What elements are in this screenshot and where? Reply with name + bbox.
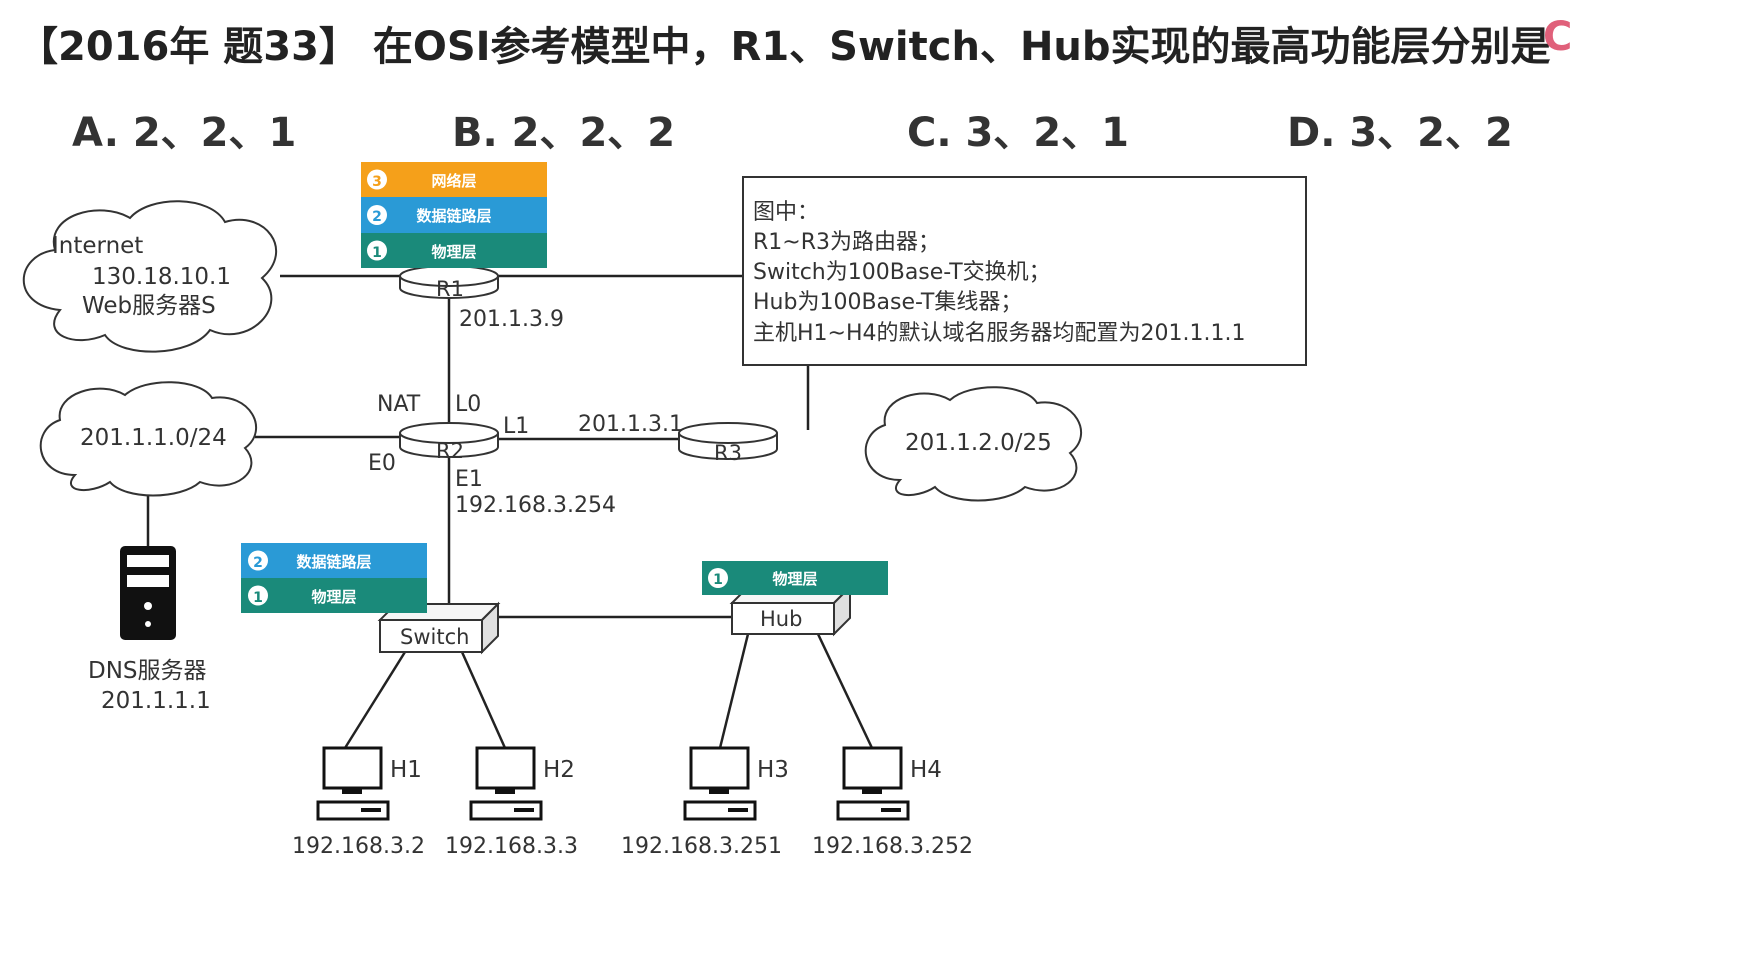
layer-num: 2 [253, 555, 263, 571]
r3-label: R3 [714, 441, 742, 465]
links [146, 274, 874, 749]
layer-bar [361, 197, 547, 233]
option-a: A. 2、2、1 [72, 110, 297, 156]
host-h4: H4 192.168.3.252 [812, 746, 973, 859]
dns-ip: 201.1.1.1 [101, 688, 211, 714]
host-ip: 192.168.3.252 [812, 834, 973, 859]
r1-layer-stack: 3 网络层 2 数据链路层 1 物理层 [361, 162, 547, 268]
hub-label: Hub [760, 607, 802, 631]
layer-num: 1 [372, 245, 382, 261]
host-name: H3 [757, 757, 789, 783]
layer-num: 3 [372, 174, 382, 190]
nat-label: NAT [377, 392, 421, 417]
layer-name: 物理层 [772, 570, 817, 588]
web-server-ip: 130.18.10.1 [92, 264, 231, 290]
layer-bar [241, 578, 427, 613]
net1-cloud: 201.1.1.0/24 [39, 381, 257, 497]
dns-name: DNS服务器 [88, 658, 207, 684]
layer-num: 2 [372, 209, 382, 225]
layer-name: 数据链路层 [296, 553, 371, 571]
layer-name: 网络层 [431, 172, 476, 190]
host-ip: 192.168.3.2 [292, 834, 425, 859]
hub-layer-stack: 1 物理层 [702, 561, 888, 595]
e1-ip: 192.168.3.254 [455, 493, 616, 518]
host-ip: 192.168.3.3 [445, 834, 578, 859]
dns-server-icon: DNS服务器 201.1.1.1 [88, 546, 211, 714]
legend-box: 图中： R1~R3为路由器； Switch为100Base-T交换机； Hub为… [742, 176, 1307, 366]
switch-label: Switch [400, 625, 469, 649]
legend-line: R1~R3为路由器； [753, 230, 940, 255]
web-server-label: Web服务器S [82, 293, 216, 319]
switch-layer-stack: 2 数据链路层 1 物理层 [241, 543, 427, 613]
host-ip: 192.168.3.251 [621, 834, 782, 859]
link-hub-h4 [816, 633, 874, 749]
layer-bar [241, 543, 427, 578]
link-hub-h3 [718, 633, 750, 749]
router-r2: R2 [399, 422, 499, 463]
l1-label: L1 [503, 414, 529, 439]
interface-labels: 201.1.3.9 NAT L0 L1 201.1.3.1 E0 E1 192.… [368, 307, 683, 518]
layer-num: 1 [253, 590, 263, 606]
layer-num: 1 [713, 572, 723, 588]
legend-line: 主机H1~H4的默认域名服务器均配置为201.1.1.1 [753, 321, 1245, 346]
r3-ip: 201.1.3.1 [578, 412, 683, 437]
host-h1: H1 192.168.3.2 [292, 746, 425, 859]
layer-name: 物理层 [431, 243, 476, 261]
layer-name: 数据链路层 [416, 207, 491, 225]
legend-line: Switch为100Base-T交换机； [753, 260, 1051, 285]
net2-label: 201.1.2.0/25 [905, 430, 1052, 456]
host-h3: H3 192.168.3.251 [621, 746, 789, 859]
net2-cloud: 201.1.2.0/25 [864, 386, 1082, 502]
e1-label: E1 [455, 467, 483, 492]
r1-label: R1 [436, 277, 464, 301]
r2-label: R2 [436, 439, 464, 463]
layer-bar [361, 162, 547, 197]
question-title: 【2016年 题33】 在OSI参考模型中，R1、Switch、Hub实现的最高… [18, 24, 1551, 70]
host-name: H4 [910, 757, 942, 783]
host-h2: H2 192.168.3.3 [445, 746, 578, 859]
option-d: D. 3、2、2 [1287, 110, 1513, 156]
internet-label: Internet [52, 233, 143, 259]
internet-cloud: Internet 130.18.10.1 Web服务器S [22, 200, 277, 353]
router-r3: R3 [678, 422, 778, 465]
answer-mark: C [1543, 14, 1573, 60]
link-switch-h2 [460, 651, 507, 749]
legend-line: 图中： [753, 200, 819, 225]
router-r1: R1 [399, 265, 499, 301]
host-name: H2 [543, 757, 575, 783]
e0-label: E0 [368, 451, 396, 476]
link-switch-h1 [343, 651, 407, 749]
host-name: H1 [390, 757, 422, 783]
option-c: C. 3、2、1 [907, 110, 1129, 156]
net1-label: 201.1.1.0/24 [80, 425, 227, 451]
layer-bar [361, 233, 547, 268]
layer-bar [702, 561, 888, 595]
l0-label: L0 [455, 392, 481, 417]
r1-ip: 201.1.3.9 [459, 307, 564, 332]
layer-name: 物理层 [311, 588, 356, 606]
option-b: B. 2、2、2 [452, 110, 676, 156]
legend-line: Hub为100Base-T集线器； [753, 290, 1022, 315]
